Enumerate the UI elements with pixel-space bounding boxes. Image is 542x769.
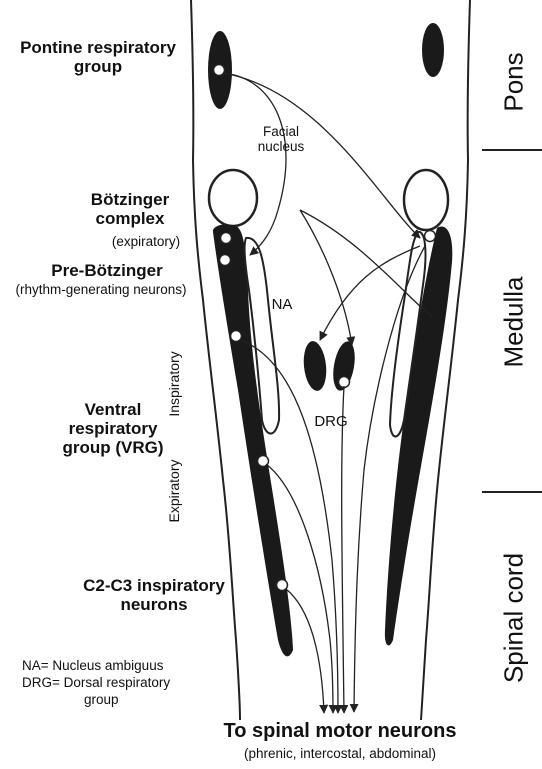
label-spinal-motor-neurons: To spinal motor neurons xyxy=(170,720,510,742)
label-expiratory: Expiratory xyxy=(166,459,182,522)
label-botzinger-complex: Bötzinger complex xyxy=(68,190,192,228)
region-spinal-cord: Spinal cord xyxy=(499,553,530,683)
facial-nucleus-right xyxy=(404,170,448,230)
neuron-botzinger xyxy=(221,233,232,244)
label-vrg: Ventral respiratory group (VRG) xyxy=(48,400,178,457)
label-spinal-motor-sub: (phrenic, intercostal, abdominal) xyxy=(170,746,510,761)
neuron-c2c3 xyxy=(277,580,288,591)
label-prebotzinger-sub: (rhythm-generating neurons) xyxy=(4,282,198,297)
pontine-group-right xyxy=(422,23,444,77)
legend-na: NA= Nucleus ambiguus xyxy=(22,658,252,673)
pathway-drg-down xyxy=(342,386,344,713)
label-botzinger-expiratory: (expiratory) xyxy=(92,234,200,249)
drg-left xyxy=(301,340,328,392)
neuron-drg xyxy=(339,377,350,388)
region-medulla: Medulla xyxy=(499,276,530,367)
legend-drg: DRG= Dorsal respiratory xyxy=(22,675,252,690)
facial-nucleus-left xyxy=(209,170,257,226)
neuron-right-column xyxy=(425,231,436,242)
neuron-prebotzinger xyxy=(220,255,231,266)
label-facial-nucleus: Facial nucleus xyxy=(248,124,314,154)
legend-drg-cont: group xyxy=(84,692,204,707)
neuron-pontine xyxy=(214,65,225,76)
label-c2c3: C2-C3 inspiratory neurons xyxy=(74,576,234,614)
label-prebotzinger: Pre-Bötzinger xyxy=(22,261,192,280)
label-drg: DRG xyxy=(308,414,354,431)
label-na: NA xyxy=(262,297,302,314)
neuron-vrg-inspiratory xyxy=(231,331,242,342)
region-pons: Pons xyxy=(499,52,530,111)
pathway-cross-2 xyxy=(300,210,352,345)
label-pontine-group: Pontine respiratory group xyxy=(10,38,186,76)
label-inspiratory: Inspiratory xyxy=(166,351,182,416)
